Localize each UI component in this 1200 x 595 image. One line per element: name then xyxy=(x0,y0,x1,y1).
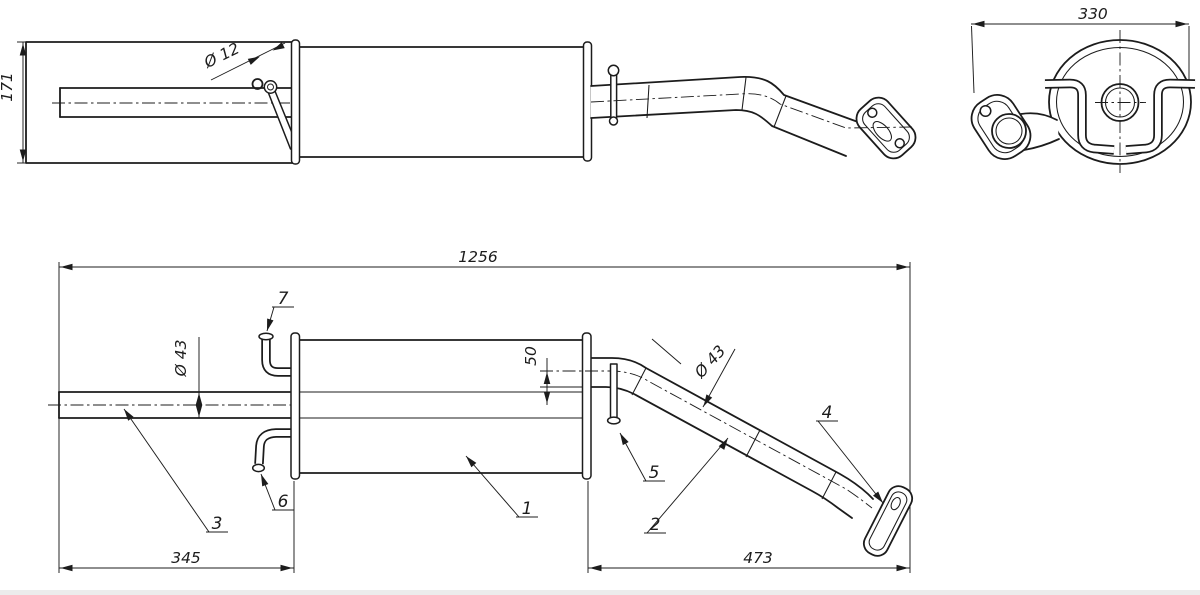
end-view: 330 xyxy=(970,5,1196,173)
dim-330: 330 xyxy=(1078,5,1108,23)
part-label-hanger-pin: 5 xyxy=(649,463,660,483)
part-label-outlet-pipe: 2 xyxy=(650,515,661,535)
dim-345: 345 xyxy=(171,549,201,567)
page-edge xyxy=(0,590,1200,595)
part-label-upper-hook: 7 xyxy=(278,289,289,309)
dim-offset-50: 50 xyxy=(522,346,540,366)
part-label-inlet-pipe: 3 xyxy=(212,514,223,534)
dim-inlet-diameter: Ø 43 xyxy=(172,340,190,378)
part-label-muffler: 1 xyxy=(522,499,533,519)
dim-473: 473 xyxy=(743,549,773,567)
dim-1256: 1256 xyxy=(458,248,498,266)
part-label-flange: 4 xyxy=(822,403,833,423)
side-view-top: 171 Ø 12 xyxy=(0,39,917,165)
part-label-lower-hook: 6 xyxy=(278,492,289,512)
flange-top-view xyxy=(855,96,917,160)
main-view: 1256 345 473 xyxy=(48,248,914,573)
flange-main-view xyxy=(862,485,914,557)
dim-171: 171 xyxy=(0,72,16,102)
part-leaders: 1 2 3 4 5 6 7 xyxy=(121,289,886,535)
dim-outlet-diameter: Ø 43 xyxy=(691,342,730,382)
